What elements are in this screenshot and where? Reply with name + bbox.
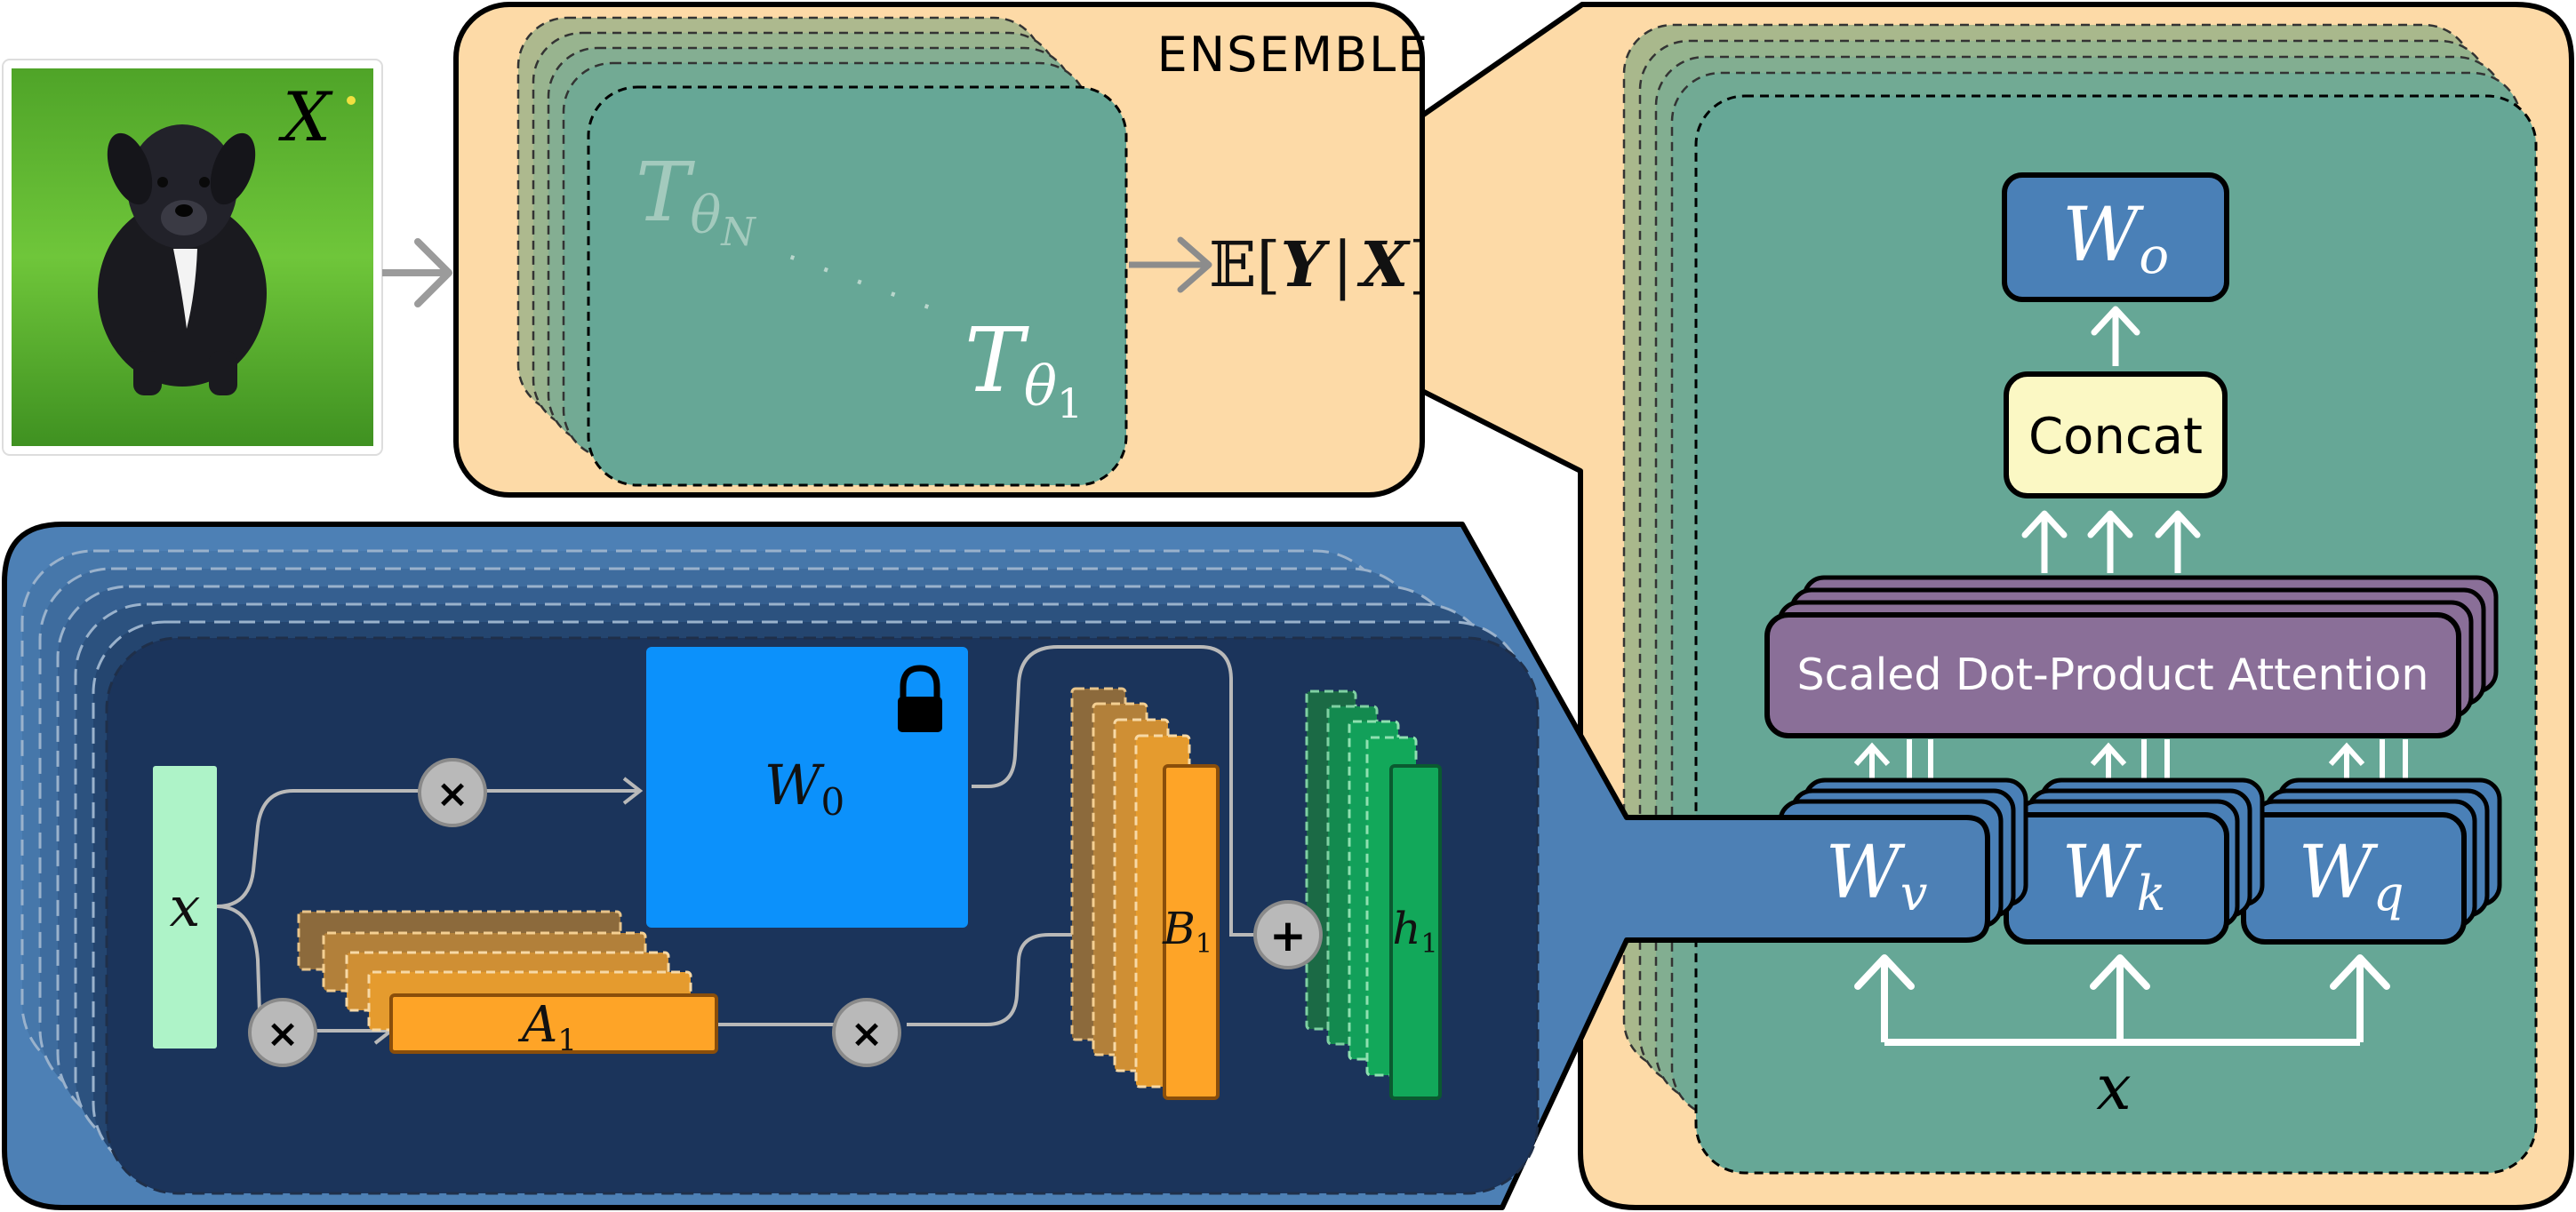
wk-label: Wk: [2061, 831, 2165, 921]
wv-label: Wv: [1826, 831, 1928, 921]
a1-label: A1: [517, 996, 577, 1058]
ensemble-output-arrow: [1129, 236, 1212, 293]
sdpa-to-concat-arrows: [2021, 510, 2201, 573]
a1-block: A1: [297, 910, 718, 1058]
svg-text:×: ×: [851, 1011, 884, 1057]
multiply-op-bottom-right: ×: [832, 998, 901, 1067]
attention-input-x: x: [2096, 1051, 2131, 1124]
b1-label: B1: [1162, 903, 1212, 960]
input-image: X: [2, 59, 383, 456]
wq-label: Wq: [2299, 831, 2404, 921]
svg-text:+: +: [1269, 910, 1307, 961]
x-to-w-arrows: [1854, 954, 2390, 1046]
model-t-theta-n: TθN: [636, 145, 756, 255]
puppy-illustration: [98, 124, 267, 395]
concat-label: Concat: [2028, 408, 2203, 466]
h1-block: h1: [1305, 690, 1442, 1100]
lock-icon: [898, 665, 942, 732]
ensemble-label: ENSEMBLE: [1157, 27, 1430, 83]
sdpa-label: Scaled Dot-Product Attention: [1797, 650, 2429, 700]
svg-text:×: ×: [267, 1011, 300, 1057]
ensemble-model-front: [587, 85, 1128, 487]
b1-block: B1: [1070, 687, 1220, 1100]
wk-block: Wk: [2004, 777, 2265, 945]
lora-input-x: x: [153, 766, 217, 1049]
model-t-theta-1: Tθ1: [964, 308, 1083, 427]
wo-block: Wo: [2002, 172, 2229, 302]
lora-x-label: x: [170, 874, 201, 939]
sdpa-block: Scaled Dot-Product Attention: [1764, 575, 2499, 738]
wo-label: Wo: [2062, 191, 2169, 285]
w0-label: W0: [764, 753, 844, 824]
h1-label: h1: [1392, 903, 1437, 960]
concat-to-wo-arrow: [2091, 306, 2140, 366]
wq-block: Wq: [2241, 777, 2502, 945]
w0-block: W0: [646, 647, 968, 928]
input-arrow: [382, 238, 452, 307]
svg-text:×: ×: [436, 771, 469, 817]
add-op: +: [1253, 900, 1323, 969]
ensemble-model-stack: [516, 16, 1128, 487]
input-x-label: X: [278, 77, 333, 156]
concat-block: Concat: [2004, 371, 2228, 498]
multiply-op-top: ×: [418, 758, 487, 827]
multiply-op-bottom-left: ×: [248, 998, 317, 1067]
expected-value-output: 𝔼[Y|X]: [1209, 227, 1433, 301]
